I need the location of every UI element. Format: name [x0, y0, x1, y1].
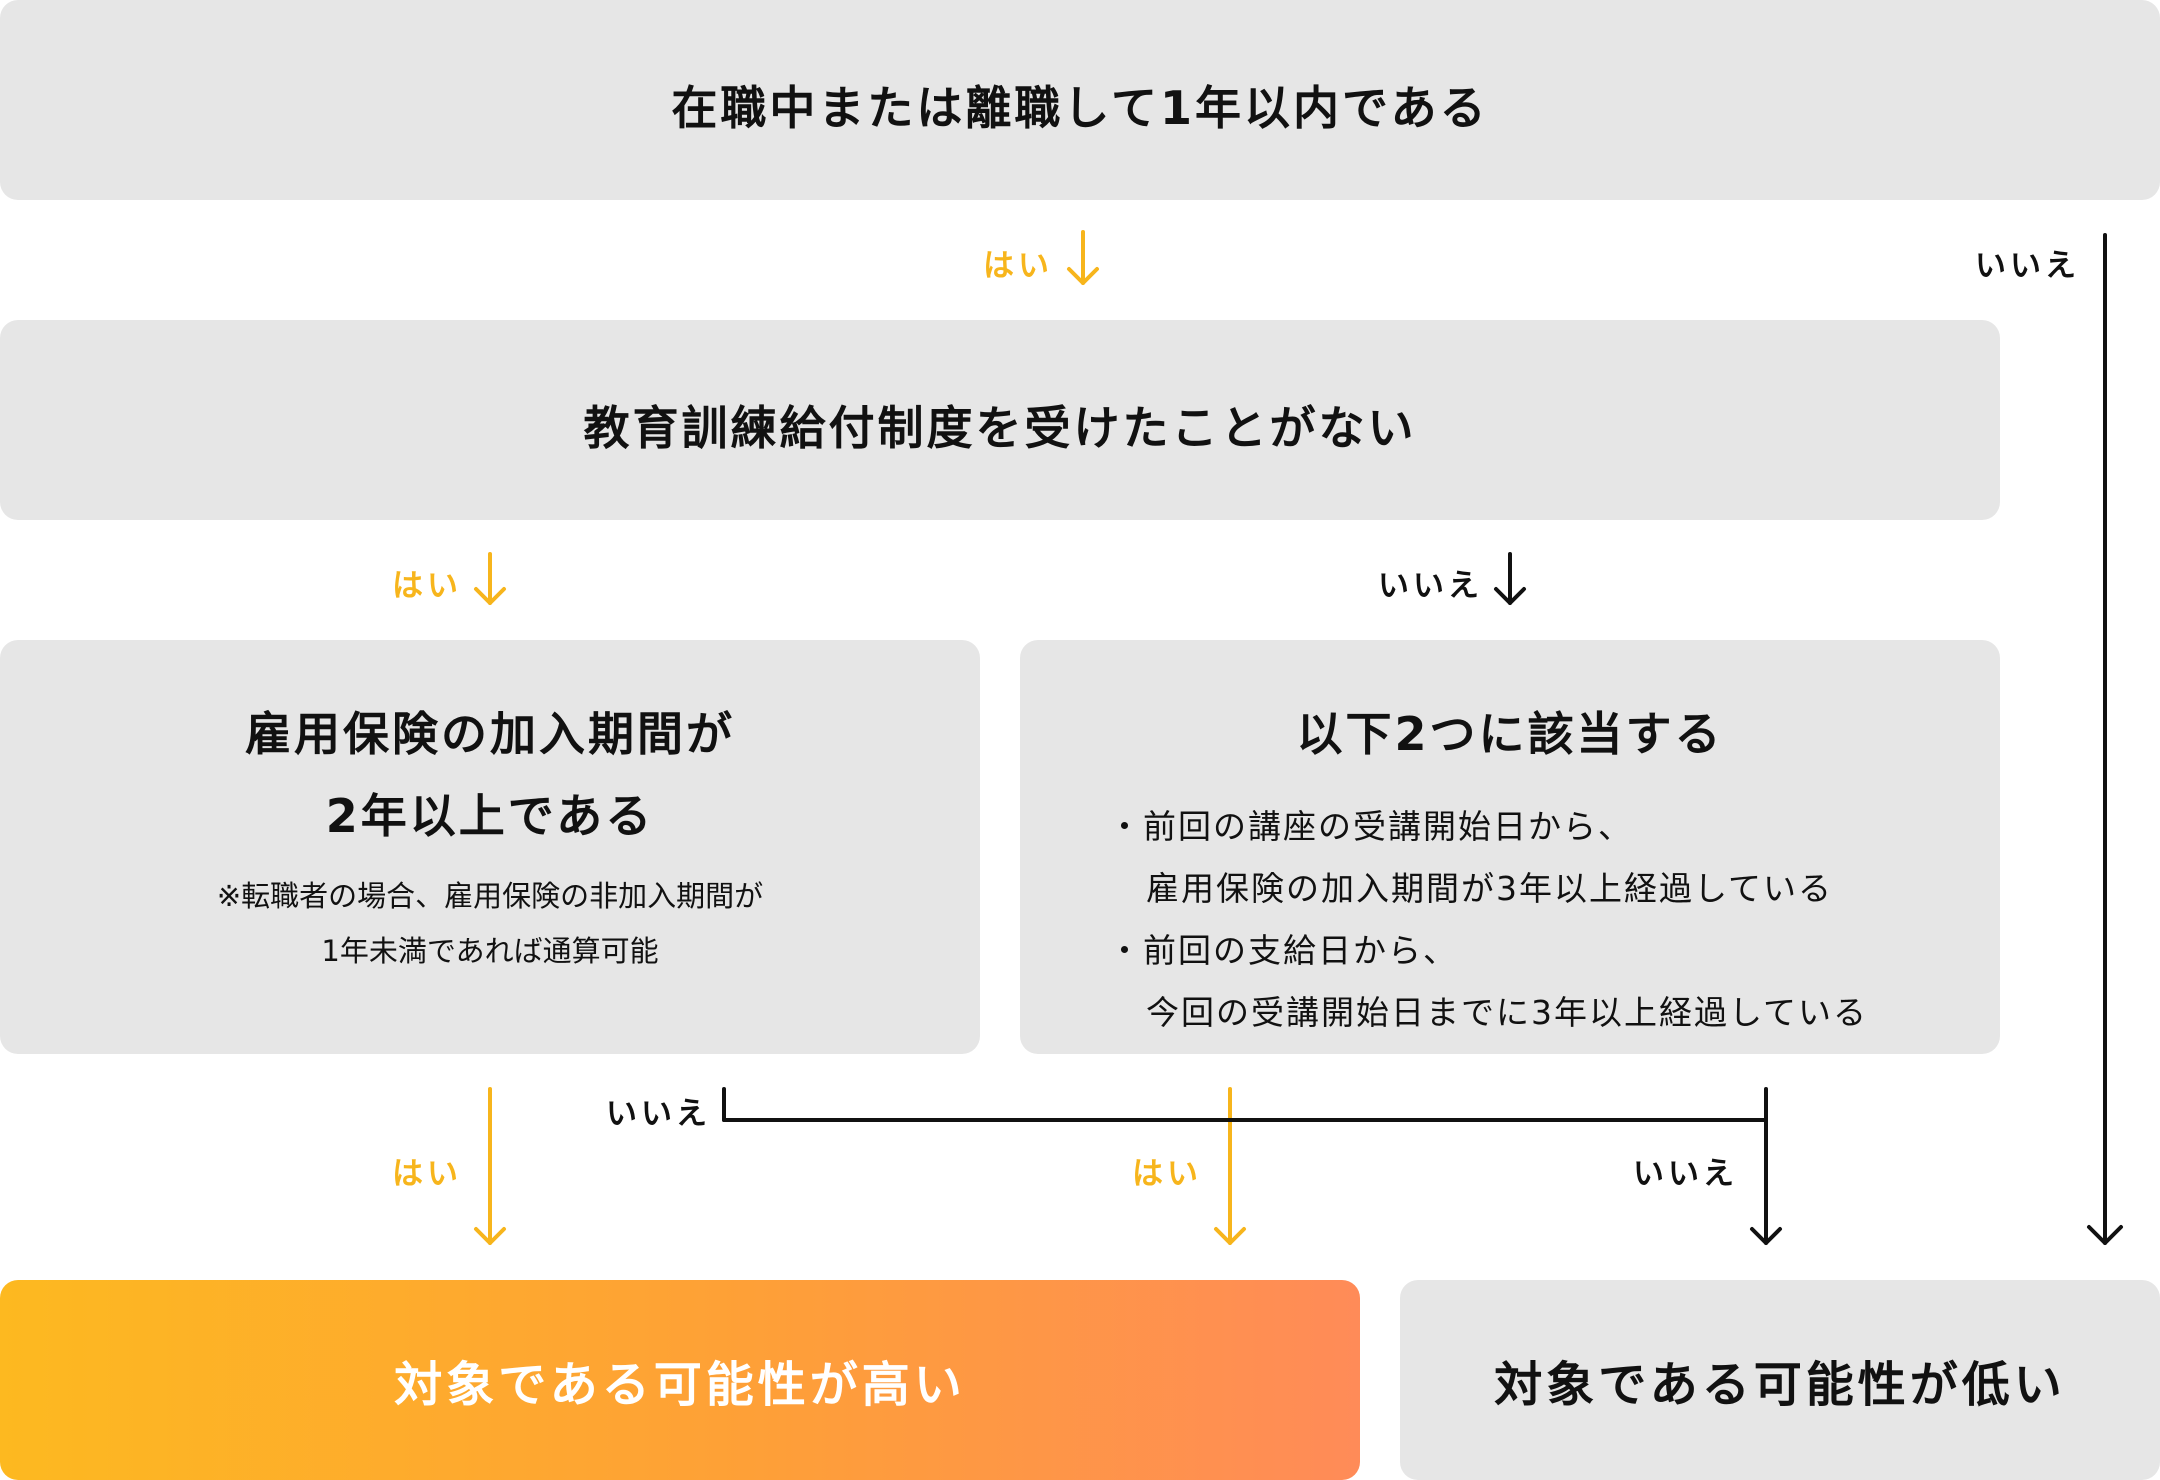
arrow-q3-yes	[474, 1087, 506, 1245]
question-3-title-line2: 2年以上である	[325, 789, 655, 843]
question-3-note-line2: 1年未満であれば通算可能	[321, 934, 659, 968]
condition-1-line2: 雇用保険の加入期間が3年以上経過している	[1146, 869, 1834, 908]
label-q1-no: いいえ	[1975, 248, 2080, 284]
result-low-box: 対象である可能性が低い	[1400, 1280, 2160, 1480]
question-1-text: 在職中または離職して1年以内である	[671, 81, 1489, 135]
arrow-q1-yes	[1067, 230, 1099, 285]
question-4-conditions: ・前回の講座の受講開始日から、 雇用保険の加入期間が3年以上経過している ・前回…	[1108, 796, 1868, 1044]
condition-2-line2: 今回の受講開始日までに3年以上経過している	[1146, 993, 1869, 1032]
arrow-q4-yes	[1214, 1087, 1246, 1245]
question-2-text: 教育訓練給付制度を受けたことがない	[583, 401, 1417, 455]
label-q2-no: いいえ	[1378, 568, 1483, 604]
label-q3-yes: はい	[392, 1156, 462, 1192]
arrow-q2-no	[1494, 552, 1526, 605]
label-q2-yes: はい	[392, 568, 462, 604]
label-q4-no: いいえ	[1633, 1156, 1738, 1192]
label-q3-no: いいえ	[606, 1096, 711, 1132]
question-3-title-line1: 雇用保険の加入期間が	[245, 707, 735, 761]
condition-2-line1: ・前回の支給日から、	[1108, 931, 1458, 970]
result-high-box: 対象である可能性が高い	[0, 1280, 1360, 1480]
result-low-text: 対象である可能性が低い	[1494, 1357, 2066, 1413]
label-q4-yes: はい	[1132, 1156, 1202, 1192]
question-3-note-line1: ※転職者の場合、雇用保険の非加入期間が	[216, 879, 764, 913]
condition-1-line1: ・前回の講座の受講開始日から、	[1108, 807, 1633, 846]
arrow-q1-no	[2087, 233, 2123, 1245]
arrow-q3-q4-no	[722, 1087, 1782, 1245]
question-3-box: 雇用保険の加入期間が 2年以上である ※転職者の場合、雇用保険の非加入期間が 1…	[0, 640, 980, 1054]
question-4-box: 以下2つに該当する ・前回の講座の受講開始日から、 雇用保険の加入期間が3年以上…	[1020, 640, 2000, 1054]
arrow-q2-yes	[474, 552, 506, 605]
question-4-title: 以下2つに該当する	[1296, 707, 1724, 761]
question-1-box: 在職中または離職して1年以内である	[0, 0, 2160, 200]
result-high-text: 対象である可能性が高い	[394, 1357, 966, 1413]
question-2-box: 教育訓練給付制度を受けたことがない	[0, 320, 2000, 520]
label-q1-yes: はい	[983, 248, 1053, 284]
